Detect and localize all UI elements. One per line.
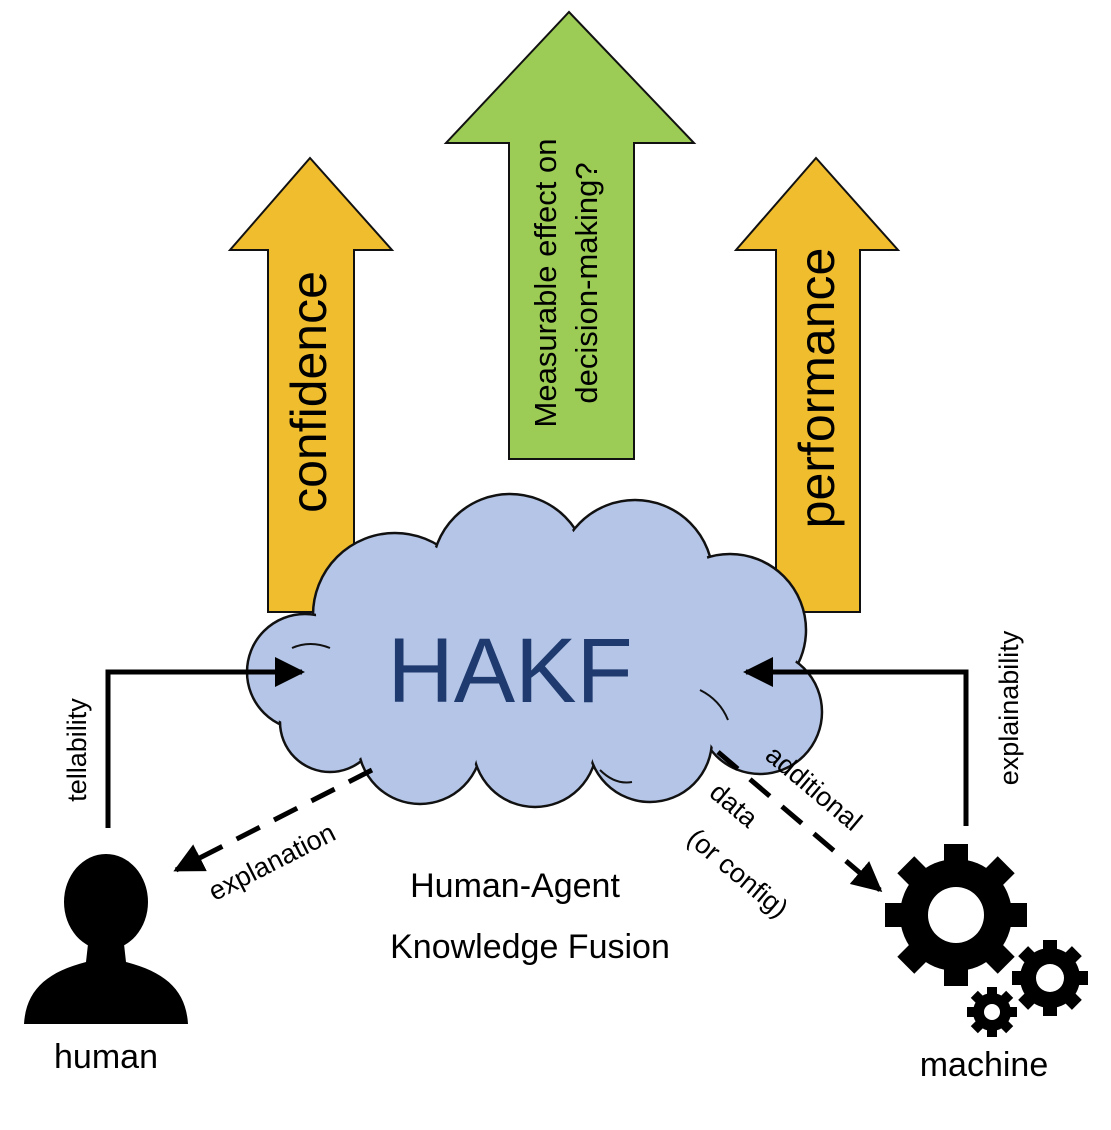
additional-data-connector xyxy=(716,750,883,892)
tellability-label: tellability xyxy=(62,698,92,802)
additional-data-flow: additional data (or config) xyxy=(682,739,883,924)
tellability-connector xyxy=(105,657,305,828)
explanation-label: explanation xyxy=(204,817,341,906)
gears-icon xyxy=(885,844,1088,1037)
performance-arrow-shape xyxy=(733,156,901,613)
explainability-flow: explainability xyxy=(743,630,1024,826)
explanation-flow: explanation xyxy=(173,767,374,907)
performance-label: performance xyxy=(789,248,845,529)
performance-arrow: performance xyxy=(733,156,901,613)
explanation-connector xyxy=(173,767,374,873)
small-gear-icon xyxy=(967,987,1017,1037)
measurable-effect-arrow: Measurable effect on decision-making? xyxy=(443,10,697,460)
machine-actor: machine xyxy=(885,844,1088,1084)
human-silhouette-icon xyxy=(24,854,188,1024)
confidence-arrow: confidence xyxy=(227,156,395,613)
measurable-effect-label-line1: Measurable effect on xyxy=(528,139,563,428)
human-actor: human xyxy=(24,854,188,1076)
hakf-label: HAKF xyxy=(387,620,632,722)
center-caption-line2: Knowledge Fusion xyxy=(390,928,670,966)
center-caption: Human-Agent Knowledge Fusion xyxy=(390,867,670,966)
confidence-label: confidence xyxy=(281,271,337,513)
center-caption-line1: Human-Agent xyxy=(410,867,620,905)
machine-label: machine xyxy=(920,1046,1049,1084)
additional-data-label-line1: additional xyxy=(760,739,868,836)
explainability-label: explainability xyxy=(994,630,1024,785)
measurable-effect-label-line2: decision-making? xyxy=(569,162,604,403)
explainability-connector xyxy=(743,657,969,826)
measurable-effect-arrow-shape xyxy=(443,10,697,460)
additional-data-label-line3: (or config) xyxy=(682,823,794,924)
medium-gear-icon xyxy=(1012,940,1088,1016)
hakf-cloud: HAKF xyxy=(245,492,824,809)
tellability-flow: tellability xyxy=(62,657,305,828)
large-gear-icon xyxy=(885,844,1027,986)
human-label: human xyxy=(54,1038,158,1076)
